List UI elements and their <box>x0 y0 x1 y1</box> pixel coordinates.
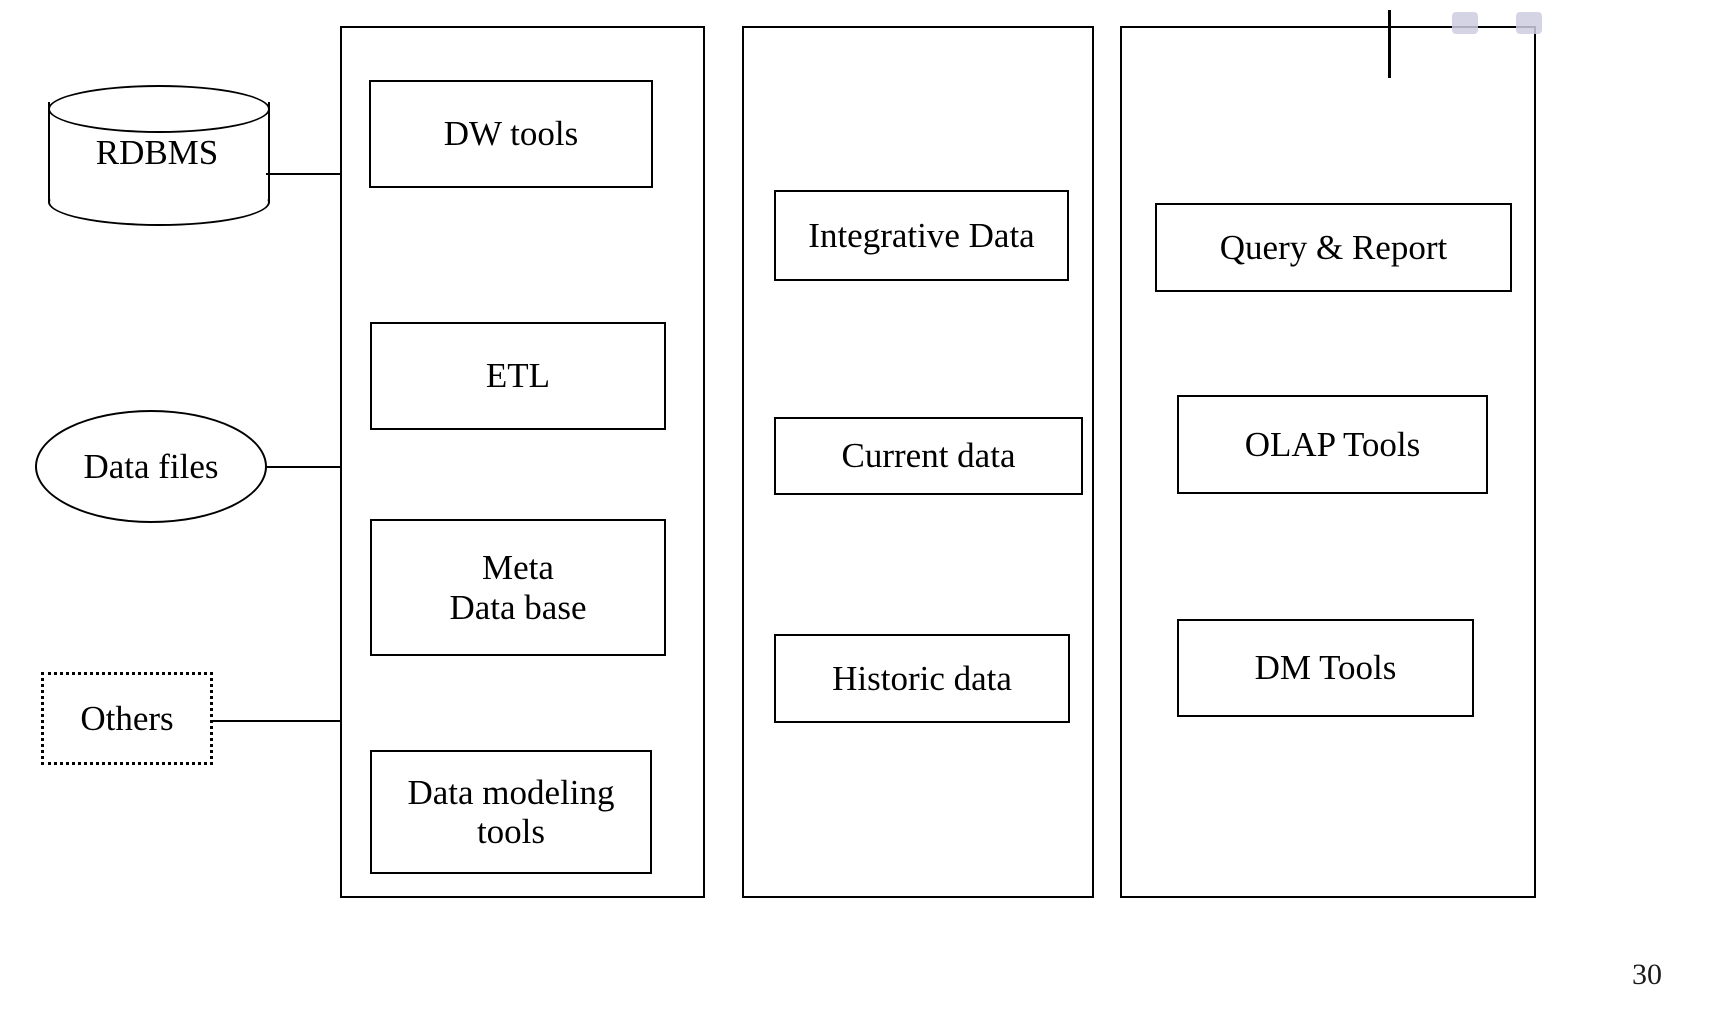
source-shape-others: Others <box>41 672 213 765</box>
highlight-chip-icon <box>1452 12 1478 34</box>
box-label-olap-tools: OLAP Tools <box>1244 424 1421 464</box>
box-query-report: Query & Report <box>1155 203 1512 292</box>
cylinder-top-icon <box>48 85 270 133</box>
arrow-rdbms-to-tools-line <box>266 173 368 175</box>
box-olap-tools: OLAP Tools <box>1177 395 1488 494</box>
source-shape-rdbms: RDBMS <box>48 85 270 226</box>
source-shape-data-files: Data files <box>35 410 267 523</box>
source-label-others: Others <box>80 698 174 738</box>
box-label-dm-tools: DM Tools <box>1254 648 1397 688</box>
box-meta-data-base: Meta Data base <box>370 519 666 656</box>
box-data-modeling-tools: Data modeling tools <box>370 750 652 874</box>
arrow-data-files-to-tools-line <box>265 466 368 468</box>
box-integrative-data: Integrative Data <box>774 190 1069 281</box>
source-label-rdbms: RDBMS <box>95 132 219 172</box>
box-label-meta-data-base: Meta Data base <box>449 548 587 627</box>
box-dw-tools: DW tools <box>369 80 653 188</box>
page-number: 30 <box>1632 958 1662 991</box>
box-label-current-data: Current data <box>841 436 1016 476</box>
box-label-historic-data: Historic data <box>832 658 1012 698</box>
box-current-data: Current data <box>774 417 1083 495</box>
box-label-integrative-data: Integrative Data <box>808 215 1035 255</box>
box-dm-tools: DM Tools <box>1177 619 1474 717</box>
box-label-query-report: Query & Report <box>1219 227 1448 267</box>
box-historic-data: Historic data <box>774 634 1070 723</box>
box-label-data-modeling-tools: Data modeling tools <box>407 772 615 851</box>
tick-mark-icon <box>1388 10 1391 78</box>
box-label-dw-tools: DW tools <box>443 114 579 154</box>
box-label-etl: ETL <box>485 356 551 396</box>
source-label-data-files: Data files <box>83 446 219 486</box>
arrow-others-to-tools-line <box>212 720 368 722</box>
highlight-chip-icon <box>1516 12 1542 34</box>
box-etl: ETL <box>370 322 666 430</box>
